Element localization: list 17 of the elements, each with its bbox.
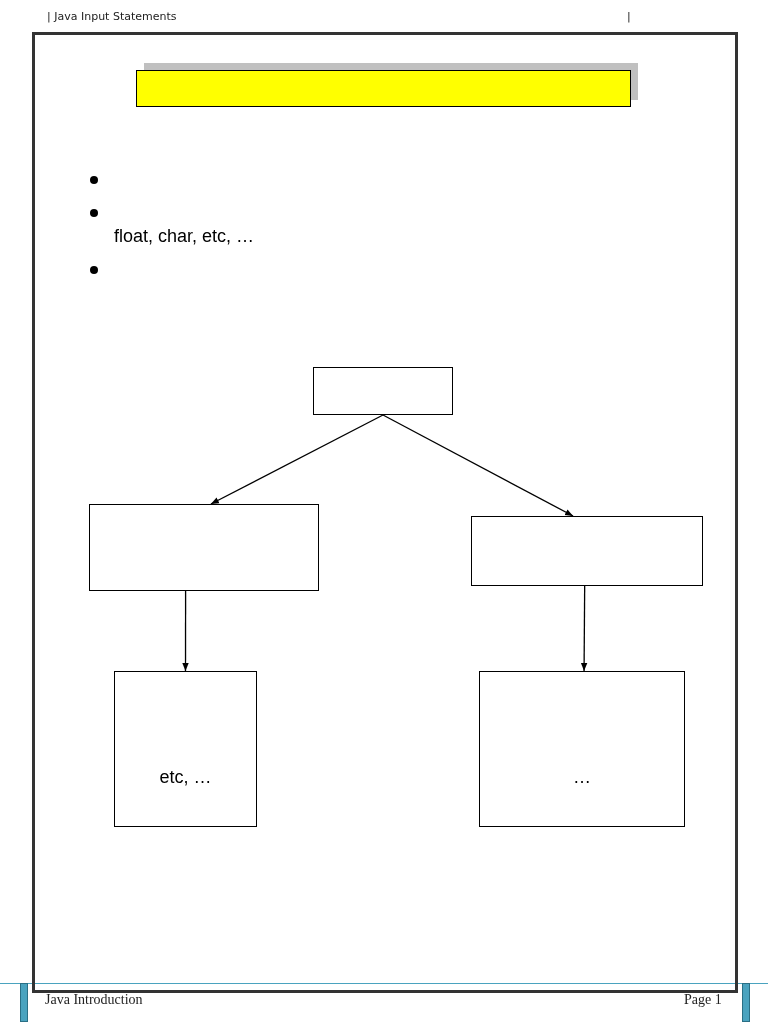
box [313,367,453,415]
box-text: etc, … [159,767,212,788]
box [89,504,319,591]
arrow [182,590,189,672]
header-text: | [627,10,631,23]
header-text: | Java Input Statements [47,10,177,23]
arrow [580,585,588,672]
box-text: … [573,767,591,788]
arrow [210,414,384,505]
box [114,671,257,827]
box [479,671,685,827]
box [471,516,703,586]
arrow [382,414,574,517]
footer-text: Page 1 [684,992,722,1008]
footer-text: Java Introduction [45,992,143,1008]
bullet-text: float, char, etc, … [114,226,255,247]
title-banner [136,70,631,107]
